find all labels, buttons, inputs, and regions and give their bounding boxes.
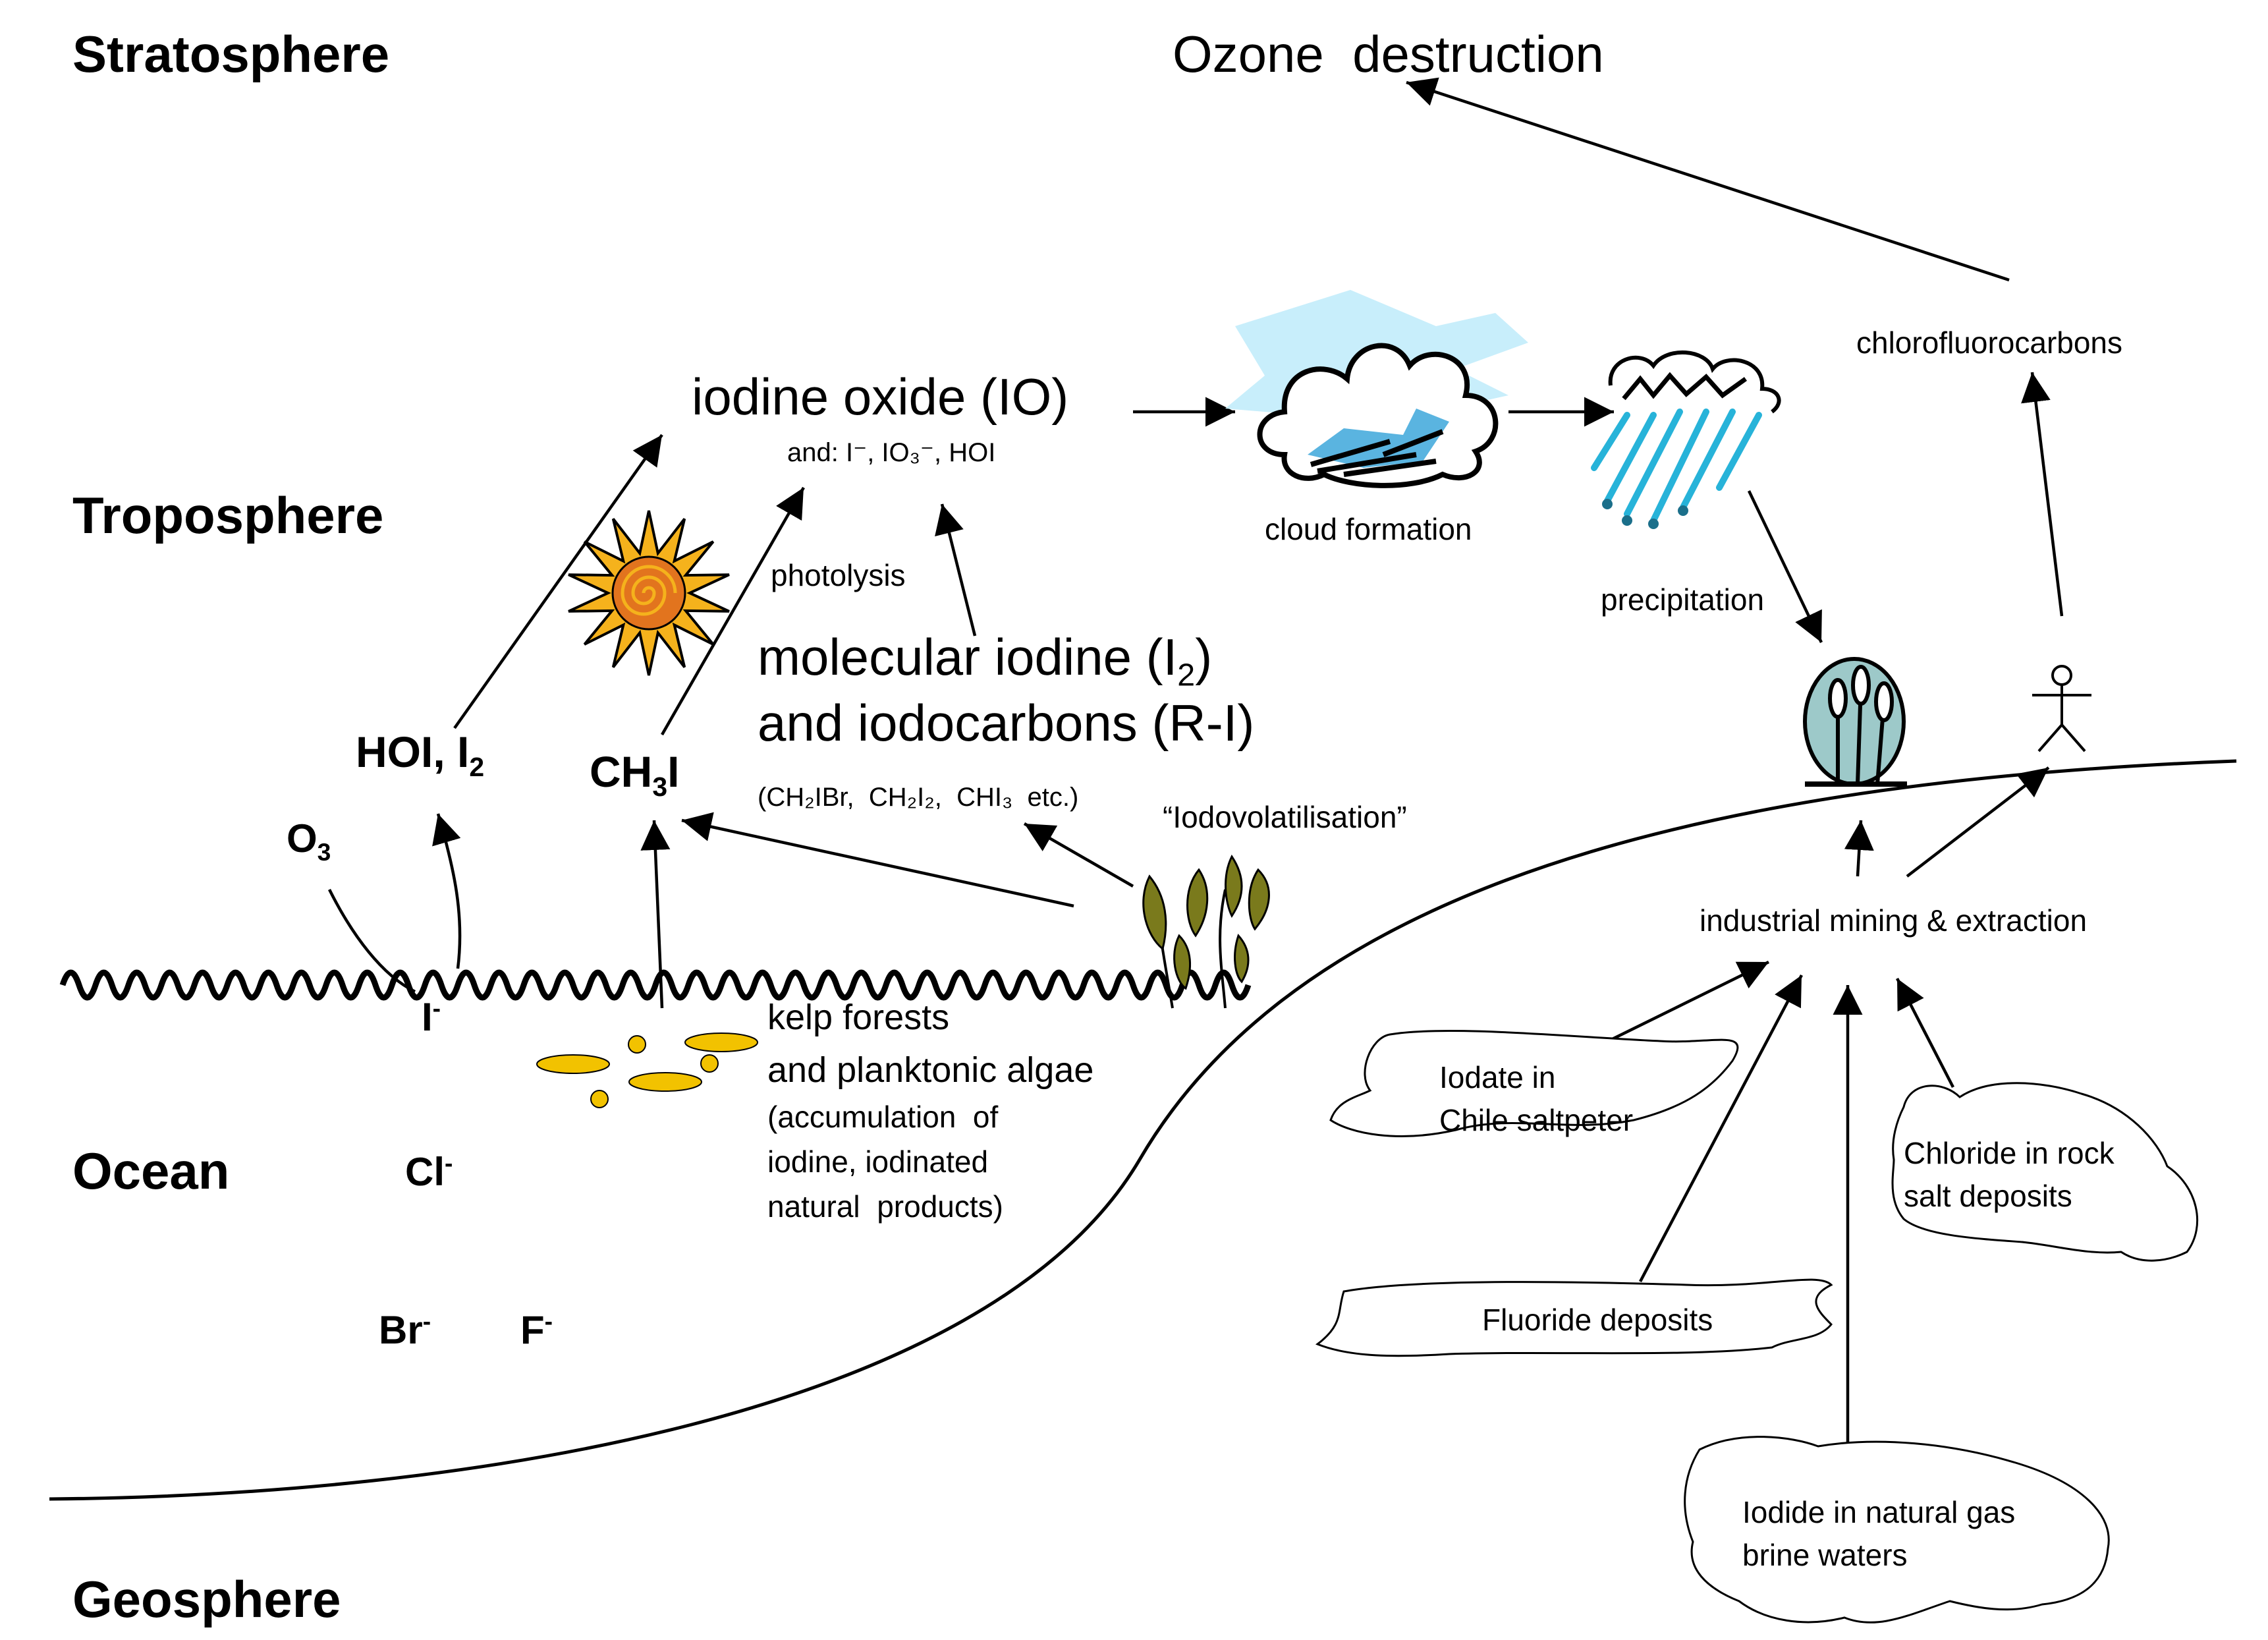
iodide-ion-text: I <box>422 995 433 1039</box>
arrow-mining-to-person <box>1906 766 2050 878</box>
arrow-cfc-to-ozone <box>1406 77 2010 282</box>
iodide-deposit-line2: brine waters <box>1742 1538 1908 1572</box>
chloride-deposit-line1: Chloride in rock <box>1904 1136 2115 1170</box>
iodate-deposit-line1: Iodate in <box>1439 1060 1556 1094</box>
seaweed-icon <box>1142 855 1270 1009</box>
iodide-deposit-line1: Iodide in natural gas <box>1742 1495 2016 1529</box>
arrow-chloride-to-mining <box>1895 977 1955 1089</box>
chloride-deposit-outline <box>1891 1082 2198 1262</box>
arrow-hoi-to-io <box>453 434 663 729</box>
fluoride-ion-label: F- <box>520 1308 553 1352</box>
o3-uptake-curve <box>327 888 416 994</box>
molecular-iodine-text: molecular iodine (I <box>758 628 1178 686</box>
chloride-ion-label: Cl- <box>405 1150 453 1194</box>
kelp-note-line2: iodine, iodinated <box>767 1145 989 1179</box>
sun-icon <box>568 510 730 676</box>
zone-label-ocean: Ocean <box>72 1142 230 1200</box>
kelp-forests-label: kelp forests <box>767 998 950 1037</box>
industrial-mining-label: industrial mining & extraction <box>1700 903 2088 938</box>
planktonic-algae-label: and planktonic algae <box>767 1050 1094 1090</box>
iodocarbons-label: and iodocarbons (R-I) <box>758 694 1255 752</box>
o3-subscript: 3 <box>317 838 331 866</box>
chloride-deposit-line2: salt deposits <box>1904 1179 2072 1213</box>
crop-icon <box>1803 657 1907 787</box>
zone-label-stratosphere: Stratosphere <box>72 25 390 83</box>
arrow-ocean-to-hoi <box>432 813 462 969</box>
hoi-text: HOI, I <box>356 727 470 776</box>
bromide-ion-label: Br- <box>379 1308 431 1352</box>
iodate-deposit-line2: Chile saltpeter <box>1439 1103 1634 1137</box>
fluoride-ion-text: F <box>520 1308 545 1352</box>
arrow-seaweed-to-ch3i <box>681 812 1074 908</box>
hoi-subscript: 2 <box>469 752 485 783</box>
ocean-surface <box>59 969 1252 1001</box>
iodine-oxide-sublabel: and: I⁻, IO₃⁻, HOI <box>787 438 996 467</box>
bromide-ion-charge: - <box>422 1307 431 1335</box>
rain-icon <box>1591 351 1781 529</box>
molecular-iodine-subscript: 2 <box>1177 657 1196 693</box>
ozone-destruction-label: Ozone destruction <box>1173 25 1604 83</box>
person-icon <box>2032 665 2091 752</box>
algae-icon <box>536 1032 758 1108</box>
hoi-i2-label: HOI, I2 <box>356 728 484 782</box>
molecular-iodine-close: ) <box>1195 628 1213 686</box>
arrow-mining-to-crop <box>1844 820 1874 877</box>
iodate-deposit-outline <box>1329 1030 1739 1137</box>
cloud-formation-label: cloud formation <box>1265 512 1472 546</box>
arrow-molecular-to-io <box>935 503 977 636</box>
chloride-ion-text: Cl <box>405 1150 445 1194</box>
molecular-iodine-label: molecular iodine (I2) <box>758 629 1212 693</box>
o3-text: O <box>287 816 318 861</box>
ch3i-label: CH3I <box>590 748 679 802</box>
chlorofluorocarbons-label: chlorofluorocarbons <box>1856 325 2123 360</box>
arrow-person-to-cfc <box>2021 372 2064 617</box>
fluoride-ion-charge: - <box>544 1307 553 1335</box>
cloud-icon <box>1225 290 1528 488</box>
arrow-algae-to-ch3i <box>640 820 671 1009</box>
bromide-ion-text: Br <box>379 1308 423 1352</box>
chloride-ion-charge: - <box>445 1149 453 1177</box>
fluoride-deposit-outline <box>1315 1278 1833 1357</box>
iodide-ion-charge: - <box>432 994 441 1022</box>
kelp-note-line1: (accumulation of <box>767 1100 999 1134</box>
arrow-seaweed-to-iodocarbons <box>1023 822 1134 888</box>
iodovolatilisation-label: “Iodovolatilisation” <box>1163 800 1407 834</box>
precipitation-label: precipitation <box>1601 582 1765 617</box>
arrow-rain-to-crop <box>1747 490 1823 643</box>
ch3i-iodine: I <box>667 747 680 796</box>
fluoride-deposit-label: Fluoride deposits <box>1482 1303 1713 1337</box>
zone-label-geosphere: Geosphere <box>72 1570 341 1628</box>
zone-label-troposphere: Troposphere <box>72 486 384 544</box>
iodide-deposit-outline <box>1684 1436 2110 1624</box>
iodide-ion-label: I- <box>422 995 441 1039</box>
kelp-note-line3: natural products) <box>767 1189 1003 1224</box>
ch3i-subscript: 3 <box>652 772 668 803</box>
geosphere-boundary <box>49 759 2237 1501</box>
iodocarbons-examples: (CH₂IBr, CH₂I₂, CHI₃ etc.) <box>758 783 1079 812</box>
ch3i-text: CH <box>590 747 653 796</box>
iodine-oxide-label: iodine oxide (IO) <box>692 368 1069 426</box>
photolysis-label: photolysis <box>771 558 906 592</box>
arrow-ch3i-to-io <box>661 486 805 736</box>
o3-label: O3 <box>287 817 331 866</box>
arrow-fluoride-to-mining <box>1639 974 1803 1283</box>
